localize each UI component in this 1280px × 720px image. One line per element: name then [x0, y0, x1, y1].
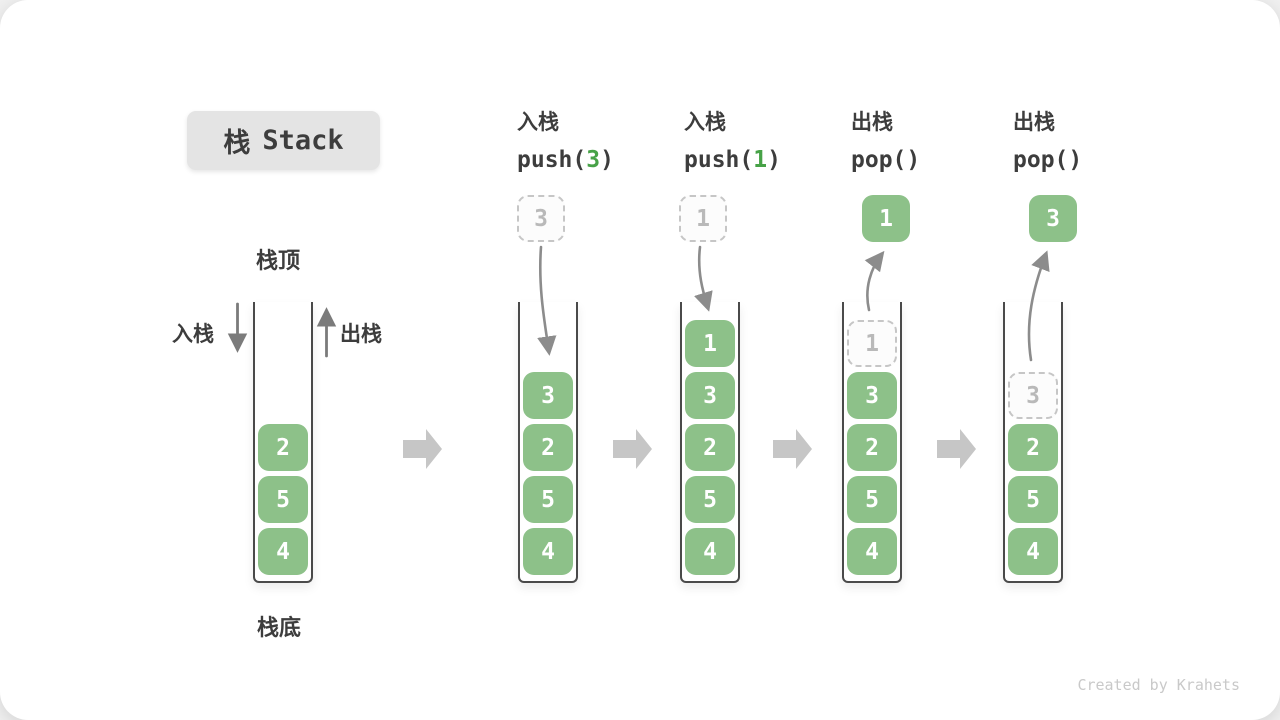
- stack-container-push1: 1 3 2 5 4: [680, 302, 740, 583]
- stack-top-label: 栈顶: [256, 248, 301, 273]
- stack-container-initial: 2 5 4: [253, 302, 313, 583]
- stage-push1-header: 入栈 push(1): [684, 106, 781, 173]
- stack-item: 5: [847, 476, 897, 523]
- op-name: 出栈: [1013, 111, 1055, 134]
- stack-item: 4: [1008, 528, 1058, 575]
- op-code: pop(): [1013, 147, 1082, 173]
- stage-push3-header: 入栈 push(3): [517, 106, 614, 173]
- code-arg: 1: [753, 147, 768, 173]
- stack-item: 5: [685, 476, 735, 523]
- popped-slot: 1: [847, 320, 897, 367]
- popped-slot: 3: [1008, 372, 1058, 419]
- stack-item: 3: [847, 372, 897, 419]
- title-latin: Stack: [262, 125, 344, 156]
- op-code: push(1): [684, 147, 781, 173]
- stack-item: 4: [258, 528, 308, 575]
- flow-arrow-icon: [773, 429, 812, 469]
- flow-arrow-icon: [403, 429, 442, 469]
- code-arg: 3: [586, 147, 601, 173]
- stack-container-push3: 3 2 5 4: [518, 302, 578, 583]
- stack-item: 5: [258, 476, 308, 523]
- title-cjk: 栈: [223, 128, 251, 158]
- code-post: ): [600, 147, 614, 173]
- op-code: push(3): [517, 147, 614, 173]
- stack-container-pop3: 3 2 5 4: [1003, 302, 1063, 583]
- op-name: 出栈: [851, 111, 893, 134]
- stack-item: 2: [258, 424, 308, 471]
- title-badge: 栈 Stack: [187, 111, 380, 170]
- code-post: ): [767, 147, 781, 173]
- code-pre: pop(: [1013, 147, 1069, 173]
- code-pre: push(: [684, 147, 754, 173]
- incoming-item: 3: [517, 195, 565, 242]
- flow-arrow-icon: [613, 429, 652, 469]
- incoming-item: 1: [679, 195, 727, 242]
- stack-item: 2: [523, 424, 573, 471]
- stack-item: 3: [685, 372, 735, 419]
- stack-item: 1: [685, 320, 735, 367]
- stack-item: 4: [847, 528, 897, 575]
- watermark: Created by Krahets: [1077, 676, 1240, 694]
- popped-item: 3: [1029, 195, 1077, 242]
- stack-bottom-label: 栈底: [257, 615, 302, 640]
- stack-container-pop1: 1 3 2 5 4: [842, 302, 902, 583]
- code-pre: push(: [517, 147, 587, 173]
- op-code: pop(): [851, 147, 920, 173]
- push-side-label: 入栈: [172, 323, 214, 346]
- stack-item: 5: [1008, 476, 1058, 523]
- popped-item: 1: [862, 195, 910, 242]
- stack-item: 2: [685, 424, 735, 471]
- stack-item: 5: [523, 476, 573, 523]
- code-post: ): [1068, 147, 1083, 173]
- code-post: ): [906, 147, 921, 173]
- stack-item: 2: [847, 424, 897, 471]
- stack-item: 4: [523, 528, 573, 575]
- op-name: 入栈: [517, 111, 559, 134]
- stack-item: 3: [523, 372, 573, 419]
- pop-side-label: 出栈: [340, 323, 382, 346]
- stage-pop1-header: 出栈 pop(): [851, 106, 920, 173]
- stage-pop3-header: 出栈 pop(): [1013, 106, 1082, 173]
- flow-arrow-icon: [937, 429, 976, 469]
- stack-item: 2: [1008, 424, 1058, 471]
- op-name: 入栈: [684, 111, 726, 134]
- stack-item: 4: [685, 528, 735, 575]
- code-pre: pop(: [851, 147, 907, 173]
- push1-arrow-icon: [694, 245, 713, 312]
